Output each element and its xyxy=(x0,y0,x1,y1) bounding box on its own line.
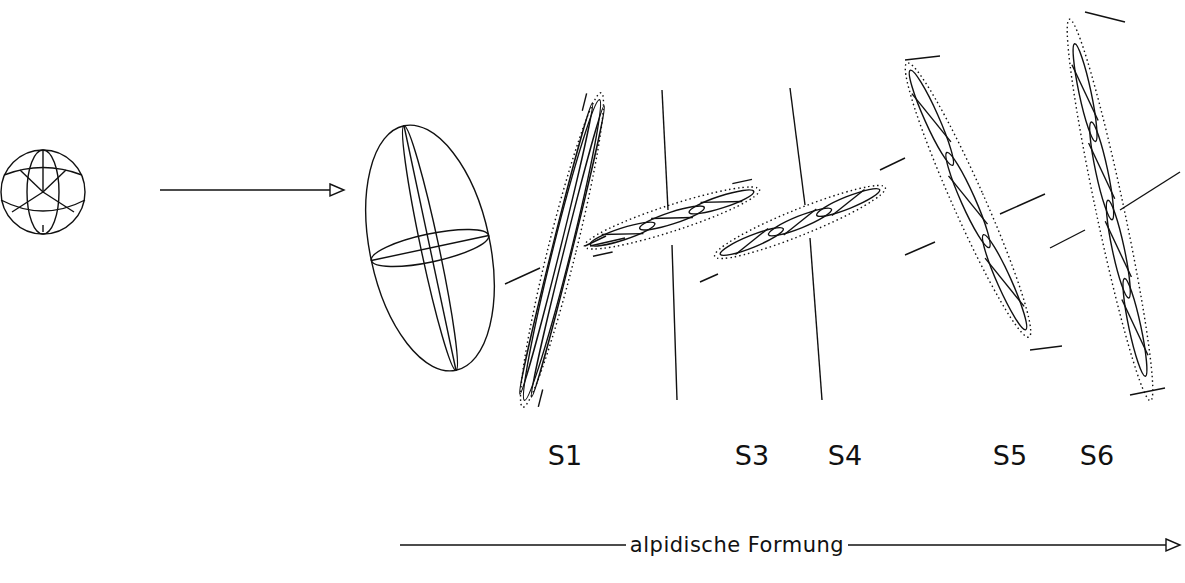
strain-label: S5 xyxy=(993,442,1027,469)
strain-label: S6 xyxy=(1080,442,1114,469)
strain-label: S4 xyxy=(828,442,862,469)
axis-caption: alpidische Formung xyxy=(626,535,848,556)
strain-label: S1 xyxy=(548,442,582,469)
strain-label: S3 xyxy=(735,442,769,469)
